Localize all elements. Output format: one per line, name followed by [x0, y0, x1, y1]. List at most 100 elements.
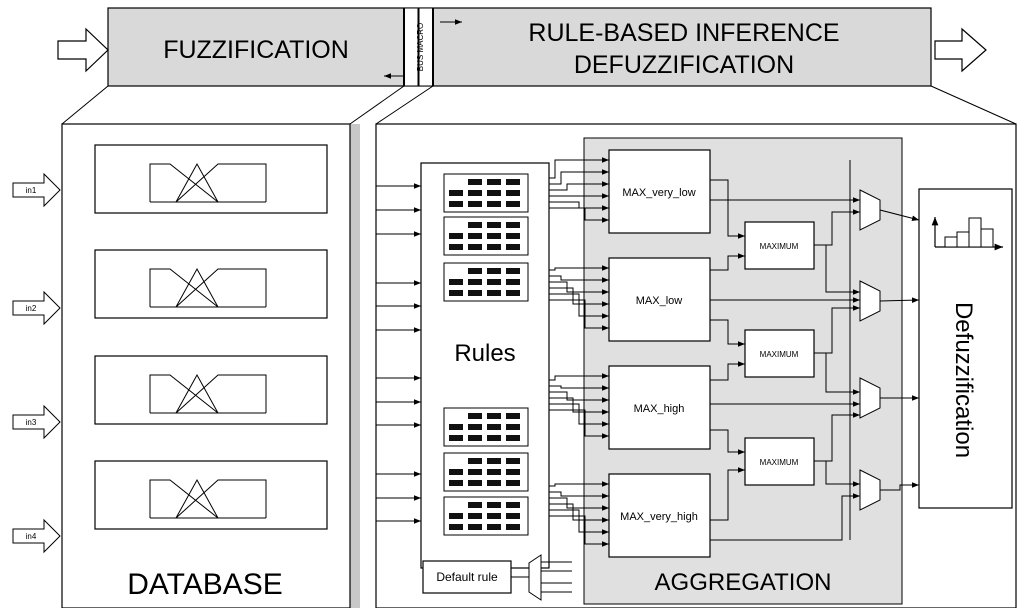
- rule-wire: [549, 299, 609, 331]
- mf-curve-high: [175, 479, 267, 519]
- system-input-arrow: [57, 27, 109, 73]
- rule-cell: [487, 469, 501, 475]
- rule-cell: [449, 233, 463, 239]
- rule-cell: [468, 413, 482, 419]
- rule-wire: [549, 481, 609, 487]
- max-very-low-label: MAX_very_low: [622, 187, 695, 199]
- rule-cell: [506, 201, 520, 207]
- rule-cell: [487, 222, 501, 228]
- rule-cell: [468, 179, 482, 185]
- mf-curve-low: [149, 374, 219, 414]
- rule-cell: [468, 222, 482, 228]
- agg-wire: [825, 353, 860, 395]
- mf-curve-low: [149, 268, 219, 308]
- input-label-4: in4: [26, 532, 37, 541]
- rule-wire: [549, 397, 609, 415]
- rule-cell: [487, 290, 501, 296]
- rule-wire: [549, 169, 609, 185]
- rule-cell: [468, 502, 482, 508]
- mf-box-4: [94, 460, 328, 530]
- default-rule-label: Default rule: [436, 570, 498, 584]
- rule-wire: [549, 391, 609, 403]
- max-high-block: [608, 365, 711, 450]
- rule-cell: [468, 513, 482, 519]
- rule-wire: [549, 515, 609, 547]
- mf-box-2: [94, 249, 328, 319]
- default-rule-connector-icon: [511, 554, 572, 601]
- rule-cell: [487, 233, 501, 239]
- input-label-1: in1: [26, 186, 37, 195]
- agg-wire: [814, 412, 860, 462]
- inference-label-line1: RULE-BASED INFERENCE: [528, 19, 839, 47]
- rule-cell: [449, 435, 463, 441]
- maximum-label-1: MAXIMUM: [760, 242, 799, 251]
- rule-cell: [506, 435, 520, 441]
- mux-2: [859, 280, 881, 322]
- rule-wire: [549, 491, 609, 499]
- rule-cell: [468, 524, 482, 530]
- mf-curve-mid: [175, 373, 219, 414]
- mux-out-wire: [879, 209, 920, 221]
- agg-wire: [825, 245, 860, 295]
- rule-cell: [506, 279, 520, 285]
- rule-cell: [487, 458, 501, 464]
- rule-cell: [449, 469, 463, 475]
- rule-cell: [449, 201, 463, 207]
- mf-box-3: [94, 355, 328, 425]
- rule-cell: [506, 244, 520, 250]
- rule-wire: [549, 373, 609, 381]
- mux-4: [859, 469, 881, 511]
- membership-functions: [94, 144, 328, 530]
- rule-cell: [449, 513, 463, 519]
- rule-cell: [468, 290, 482, 296]
- rule-cell: [468, 435, 482, 441]
- rule-cell: [506, 268, 520, 274]
- mf-curve-high: [175, 163, 267, 203]
- rule-cell: [449, 290, 463, 296]
- mf-curve-high: [175, 268, 267, 308]
- rule-cell: [449, 244, 463, 250]
- rule-wire: [549, 409, 609, 439]
- rule-to-max-wires: [549, 157, 609, 547]
- mux-out-wire: [880, 482, 919, 491]
- mf-curve-high: [175, 374, 267, 414]
- rule-input-arrows: [376, 183, 421, 524]
- rule-cell: [506, 513, 520, 519]
- rule-cell: [487, 179, 501, 185]
- connector-line: [930, 85, 1017, 125]
- rule-cell: [468, 244, 482, 250]
- agg-wire: [710, 429, 745, 455]
- agg-wire: [814, 209, 860, 246]
- mf-curve-mid: [175, 478, 219, 519]
- rule-cell: [487, 435, 501, 441]
- aggregation-wires: [710, 160, 920, 541]
- rule-cell: [449, 424, 463, 430]
- rule-cell: [487, 268, 501, 274]
- rule-wire: [549, 275, 609, 283]
- max-very-high-block: [608, 473, 711, 558]
- rule-cell: [487, 190, 501, 196]
- rule-cell: [506, 480, 520, 486]
- rule-wire: [549, 293, 609, 319]
- rule-cell: [468, 279, 482, 285]
- maximum-label-2: MAXIMUM: [760, 350, 799, 359]
- rule-wire: [549, 509, 609, 535]
- max-very-low-block: [608, 149, 711, 234]
- histogram-icon: [931, 217, 1003, 251]
- agg-wire: [710, 361, 745, 381]
- rule-cell: [468, 268, 482, 274]
- rule-wire: [549, 497, 609, 511]
- input-arrow-3: [12, 404, 61, 440]
- rule-wire: [549, 287, 609, 307]
- max-very-high-label: MAX_very_high: [620, 511, 698, 523]
- rule-cell: [449, 279, 463, 285]
- agg-wire: [814, 305, 860, 354]
- rule-cell: [506, 469, 520, 475]
- aggregation-title: AGGREGATION: [655, 569, 832, 596]
- system-output-arrow: [934, 27, 987, 73]
- agg-wire: [710, 179, 745, 239]
- rule-cell: [487, 413, 501, 419]
- rule-cell: [468, 190, 482, 196]
- mux-1: [859, 189, 881, 231]
- multiplexers: [859, 189, 881, 511]
